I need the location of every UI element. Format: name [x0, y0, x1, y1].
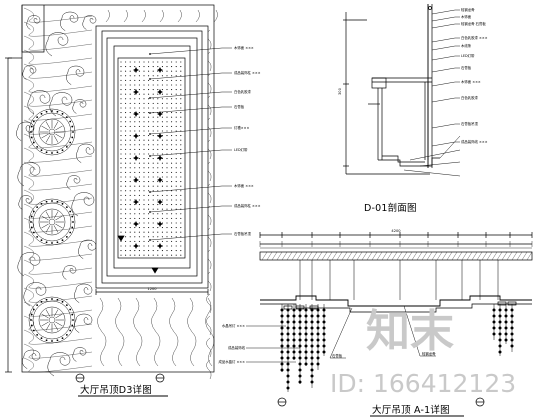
- plan-callout-label: 木饰面 ×××: [234, 45, 254, 50]
- plan-title: 大厅吊顶D3详图: [80, 384, 152, 396]
- section-callout-label: LED灯带: [461, 53, 475, 58]
- section-title: D-01剖面图: [364, 202, 417, 214]
- star-light-icon: [157, 111, 163, 117]
- ceiling-plan: 1200 木饰面 ×××成品装饰柱 ×××白色乳胶漆石膏板灯槽×××LED灯带木…: [5, 4, 261, 397]
- section-light-trough: [371, 77, 387, 89]
- plan-callout-label: LED灯带: [234, 147, 248, 152]
- watermark-logo: 知末: [366, 306, 454, 357]
- crystal-strand: [492, 304, 496, 340]
- plan-callout-label: 成品装饰柱 ×××: [234, 203, 261, 208]
- star-light-icon: [157, 89, 163, 95]
- elevation-slab: [259, 251, 533, 261]
- crystal-strand: [280, 304, 284, 372]
- plan-callout-label: 石膏板: [234, 104, 245, 109]
- star-light-icon: [157, 243, 163, 249]
- star-light-icon: [157, 67, 163, 73]
- star-light-icon: [157, 221, 163, 227]
- plan-bottom-dimension: 1200: [147, 287, 157, 291]
- plan-frame-outer: [95, 25, 209, 289]
- plan-callout-label: 灯槽×××: [234, 125, 249, 130]
- plan-callout-label: 白色乳胶漆: [234, 89, 252, 94]
- rosette-medallion: [28, 296, 76, 344]
- elevation-callout-label: 石膏板: [332, 353, 343, 358]
- elevation-callout-label: 水晶吊灯 ×××: [222, 323, 245, 328]
- star-light-icon: [157, 133, 163, 139]
- star-light-icon: [133, 177, 139, 183]
- plan-frame-1: [101, 30, 203, 284]
- crystal-strand: [316, 304, 320, 370]
- crystal-strand: [504, 304, 508, 344]
- section-callout-label: 轻钢龙骨 石膏板: [461, 21, 486, 26]
- section-callout-label: 成品装饰线 ×××: [461, 139, 488, 144]
- watermark-id: ID: 166412123: [330, 369, 516, 398]
- star-light-icon: [157, 177, 163, 183]
- section-callout-label: 木线条: [461, 43, 472, 48]
- section-left-dimension: 300: [338, 87, 342, 95]
- star-light-icon: [133, 67, 139, 73]
- star-light-icon: [133, 243, 139, 249]
- crystal-strand: [498, 304, 502, 356]
- star-light-icon: [133, 133, 139, 139]
- star-light-icon: [133, 155, 139, 161]
- plan-frame-2: [106, 37, 198, 277]
- section-callout-label: 轻钢龙骨: [461, 7, 475, 12]
- section-callout-label: 木饰面: [461, 14, 472, 19]
- elevation-chandeliers: [280, 301, 517, 392]
- elevation-title: 大厅吊顶 A-1详图: [372, 404, 450, 416]
- elevation-callout-label: 成品装饰线: [228, 345, 246, 350]
- star-light-icon: [133, 111, 139, 117]
- star-light-icon: [133, 221, 139, 227]
- rosette-medallion: [28, 198, 76, 246]
- elevation-callout-label: 成品水晶灯 ×××: [218, 359, 245, 364]
- section-callout-label: 白色乳胶漆 ×××: [461, 35, 488, 40]
- section-callout-label: 木饰面 ×××: [461, 79, 481, 84]
- crystal-strand: [298, 304, 302, 384]
- elevation-ceiling-profile: [260, 295, 532, 307]
- crystal-strand: [292, 304, 296, 360]
- star-light-icon: [133, 89, 139, 95]
- plan-callout-label: 成品装饰柱 ×××: [234, 70, 261, 75]
- elevation-callout-label: 轻钢龙骨: [422, 351, 436, 356]
- section-callout-label: 白色乳胶漆: [461, 95, 479, 100]
- plan-scroll-ornament: [15, 7, 218, 380]
- plan-dotted-panel: [117, 57, 186, 259]
- crystal-strand: [304, 304, 308, 366]
- plan-outer-frame: [21, 4, 215, 373]
- section-bottom-profile: [378, 157, 440, 167]
- section-callout-label: 石膏板: [461, 65, 472, 70]
- plan-callout-label: 木饰面 ×××: [234, 183, 254, 188]
- elevation-hangers: [299, 260, 499, 300]
- plan-callout-label: 石膏板吊顶: [234, 231, 252, 236]
- star-light-icon: [133, 199, 139, 205]
- section-callout-label: 石膏板吊顶: [461, 121, 479, 126]
- star-light-icon: [157, 155, 163, 161]
- crystal-strand: [310, 304, 314, 388]
- watermark: 知末 ID: 166412123: [330, 306, 516, 398]
- plan-top-step: [21, 5, 45, 53]
- crystal-strand: [510, 304, 514, 352]
- star-light-icon: [157, 199, 163, 205]
- elevation-top-dimension: 4200: [391, 229, 401, 233]
- crystal-strand: [322, 304, 326, 356]
